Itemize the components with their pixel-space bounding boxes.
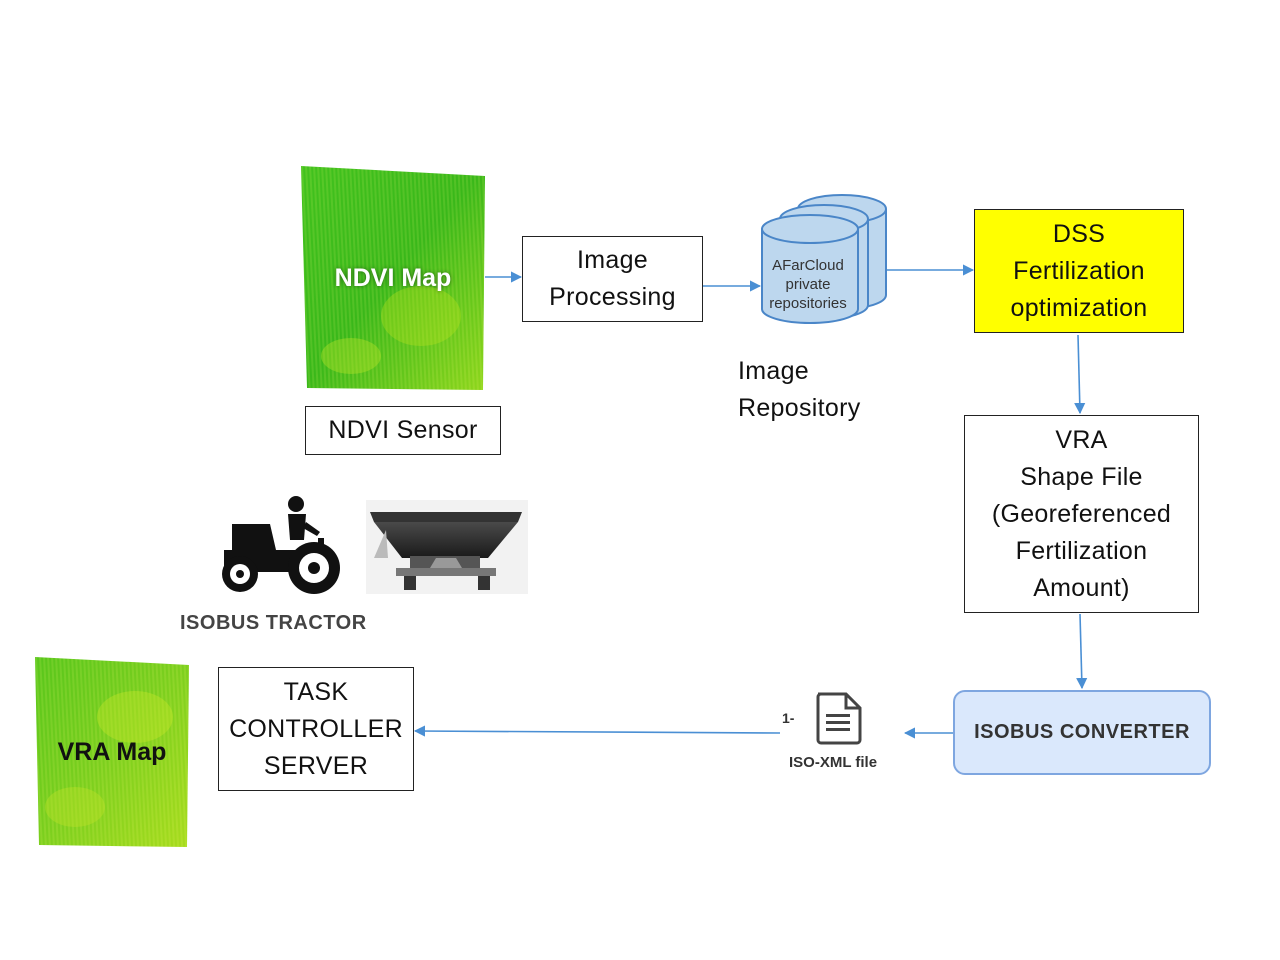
dss-line-1: DSS [1052, 219, 1106, 248]
ndvi-map-label: NDVI Map [334, 263, 452, 292]
vra-shape-line-4: Fertilization [1015, 536, 1148, 565]
document-icon [816, 692, 862, 745]
repository-database-icon [761, 194, 887, 324]
repository-db-line-3: repositories [769, 295, 847, 312]
task-controller-line-1: TASK [283, 677, 349, 706]
arrow-vra-to-converter [1076, 613, 1088, 690]
image-processing-line-1: Image [577, 246, 648, 274]
iso-xml-prefix: 1- [782, 710, 795, 726]
repository-db-label: AFarCloud private repositories [758, 256, 858, 313]
vra-map-label: VRA Map [57, 737, 167, 766]
vra-shape-line-1: VRA [1055, 425, 1108, 454]
vra-field-texture [35, 657, 189, 847]
arrow-dss-to-vra [1074, 334, 1086, 415]
vra-shape-line-5: Amount) [1033, 573, 1130, 602]
vra-map-image: VRA Map [35, 657, 189, 847]
vra-shape-line-3: (Georeferenced [991, 499, 1172, 528]
iso-xml-caption: ISO-XML file [789, 754, 878, 771]
ndvi-sensor-label: NDVI Sensor [328, 416, 478, 444]
fertilizer-spreader-icon [366, 500, 528, 594]
ndvi-map-image: NDVI Map [301, 166, 485, 390]
dss-box: DSS Fertilization optimization [974, 209, 1184, 333]
dss-line-3: optimization [1010, 293, 1148, 322]
tractor-icon [222, 496, 340, 594]
task-controller-line-2: CONTROLLER [229, 714, 403, 743]
ndvi-sensor-box: NDVI Sensor [305, 406, 501, 455]
dss-line-2: Fertilization [1013, 256, 1145, 285]
vra-shape-line-2: Shape File [1020, 462, 1143, 491]
image-repository-caption: Image Repository [738, 353, 861, 427]
task-controller-server-box: TASK CONTROLLER SERVER [218, 667, 414, 791]
image-repository-line-2: Repository [738, 394, 861, 422]
task-controller-line-3: SERVER [263, 751, 369, 780]
repository-db-line-2: private [785, 276, 831, 293]
arrow-isoxml-to-task-controller [413, 725, 781, 737]
isobus-converter-box: ISOBUS CONVERTER [953, 690, 1211, 775]
isobus-tractor-caption: ISOBUS TRACTOR [180, 612, 367, 634]
image-processing-line-2: Processing [549, 283, 676, 311]
vra-shape-file-box: VRA Shape File (Georeferenced Fertilizat… [964, 415, 1199, 613]
ndvi-field-texture [301, 166, 485, 390]
image-processing-box: Image Processing [522, 236, 703, 322]
repository-db-line-1: AFarCloud [772, 257, 844, 274]
image-repository-line-1: Image [738, 357, 809, 385]
isobus-converter-label: ISOBUS CONVERTER [974, 721, 1190, 743]
